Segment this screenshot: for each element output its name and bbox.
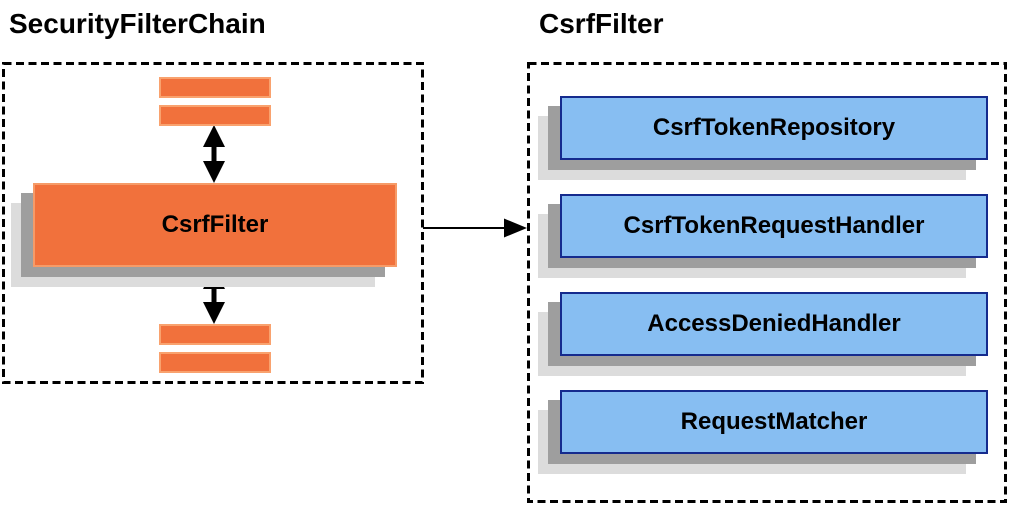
component-label: CsrfTokenRepository [652, 114, 896, 141]
right-section-title: CsrfFilter [539, 8, 664, 39]
component-label: CsrfTokenRequestHandler [623, 212, 925, 239]
double-arrow-top-icon [203, 125, 225, 183]
component-access-denied-handler: AccessDeniedHandler [560, 292, 988, 356]
filter-stub-bar [159, 105, 271, 126]
component-label: AccessDeniedHandler [647, 310, 901, 337]
component-csrf-token-request-handler: CsrfTokenRequestHandler [560, 194, 988, 258]
link-arrow-icon [423, 218, 527, 238]
component-label: RequestMatcher [680, 408, 868, 435]
csrf-filter-node-label: CsrfFilter [161, 211, 269, 238]
filter-stub-bar [159, 352, 271, 373]
component-csrf-token-repository: CsrfTokenRepository [560, 96, 988, 160]
csrf-filter-node: CsrfFilter [33, 183, 397, 267]
left-section-title: SecurityFilterChain [9, 8, 266, 39]
component-request-matcher: RequestMatcher [560, 390, 988, 454]
double-arrow-bottom-icon [203, 267, 225, 324]
filter-stub-bar [159, 77, 271, 98]
filter-stub-bar [159, 324, 271, 345]
